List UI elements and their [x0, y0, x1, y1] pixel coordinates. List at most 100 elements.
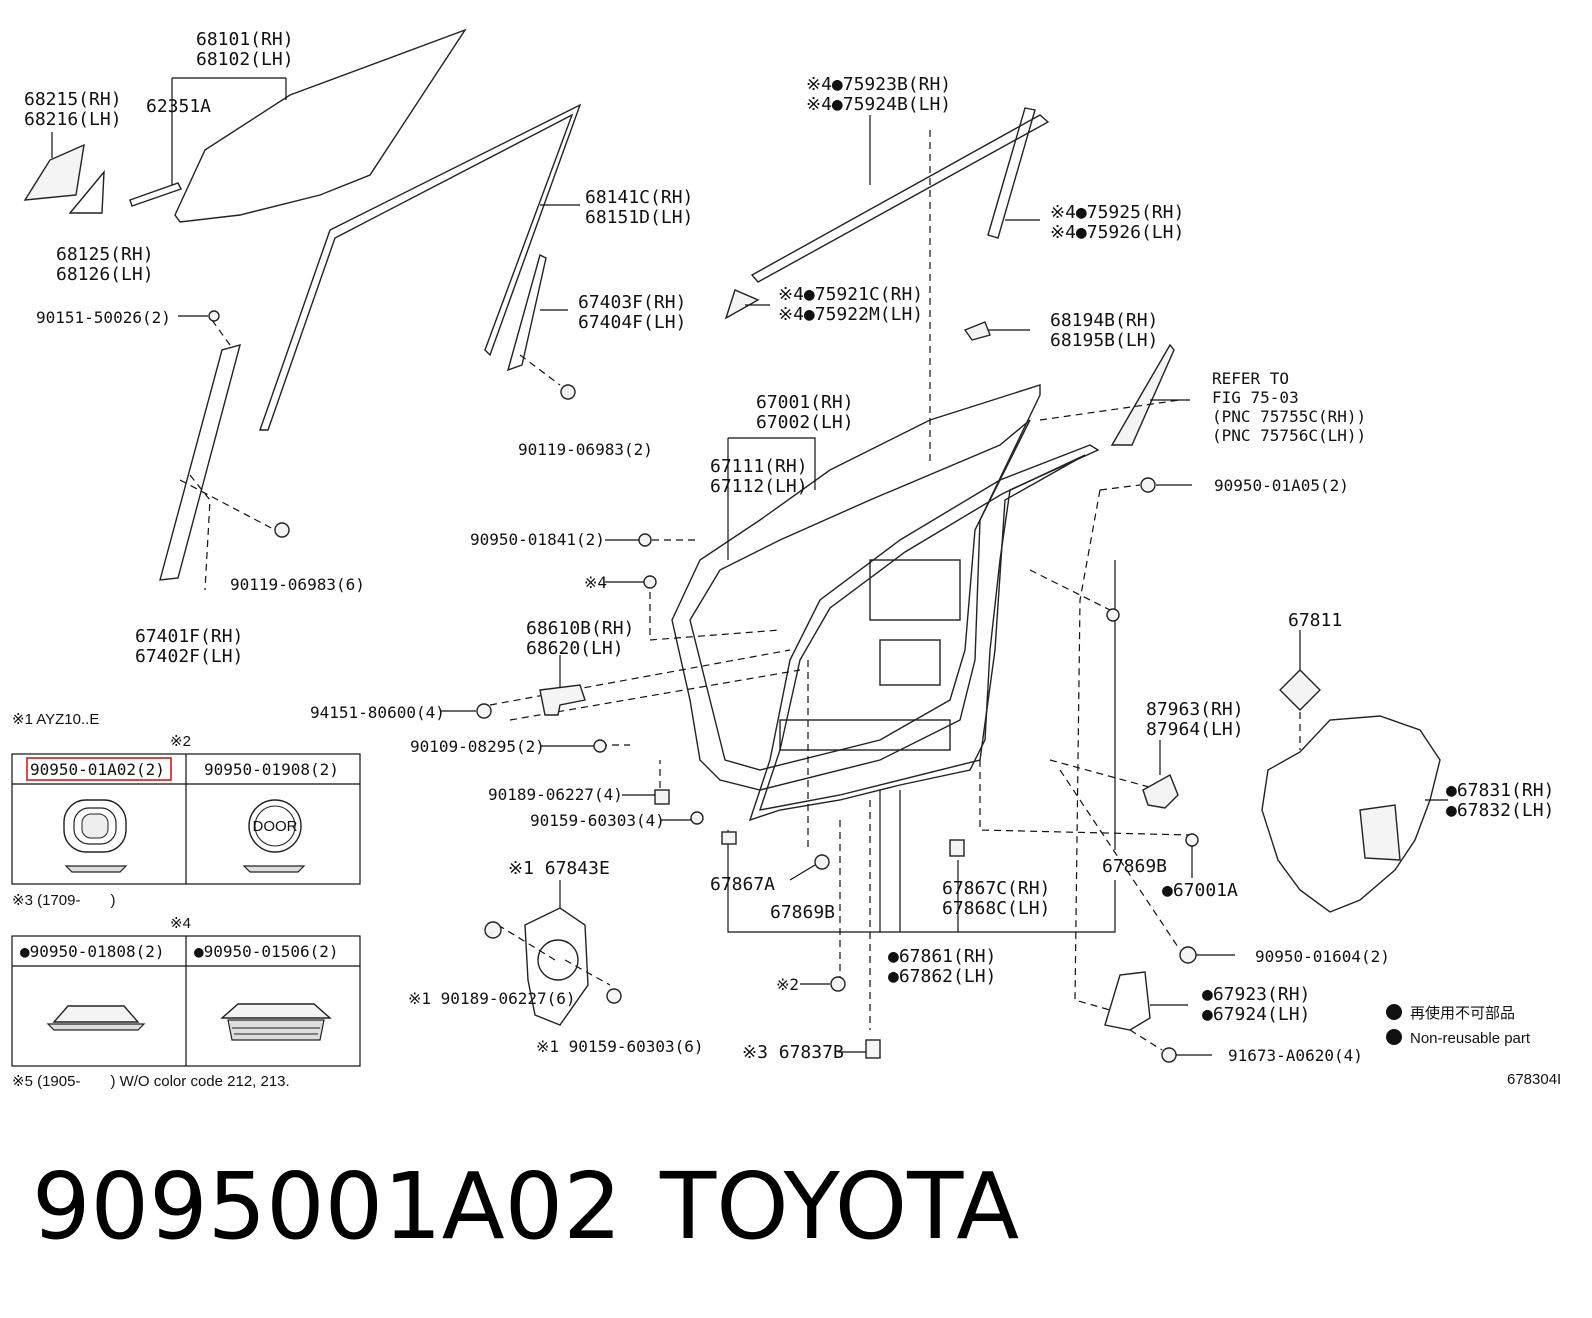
- door-glass-68101[interactable]: [174, 28, 467, 223]
- run-channel-67403F[interactable]: [506, 253, 547, 372]
- dash-94151: [489, 649, 791, 706]
- part-number-title: 9095001A02: [32, 1153, 622, 1260]
- label-x2: ※2: [776, 975, 799, 994]
- dash-refer: [1039, 399, 1181, 421]
- label-68610B: 68610B(RH): [526, 618, 634, 639]
- glass-group: [23, 28, 467, 223]
- clip-67001A-icon: [1185, 833, 1199, 847]
- label-90159a: 90159-60303(4): [530, 811, 665, 830]
- labels: 68101(RH) 68102(LH) 68215(RH) 68216(LH) …: [24, 29, 1554, 1065]
- label-refer-1: REFER TO: [1212, 369, 1289, 388]
- label-90159b: ※1 90159-60303(6): [536, 1037, 704, 1056]
- label-67867C: 67867C(RH): [942, 878, 1050, 899]
- label-75925: ※4●75925(RH): [1050, 202, 1184, 223]
- grommet-90950-01A02-icon[interactable]: [63, 799, 128, 873]
- label-68126: 68126(LH): [56, 264, 154, 285]
- label-68101: 68101(RH): [196, 29, 294, 50]
- label-90950-01841: 90950-01841(2): [470, 530, 605, 549]
- label-90189a: 90189-06227(4): [488, 785, 623, 804]
- clip-67837B-icon: [865, 1039, 881, 1059]
- label-75921C: ※4●75921C(RH): [778, 284, 923, 305]
- plug-90950-01506-icon[interactable]: [220, 1003, 332, 1041]
- label-90119a: 90119-06983(2): [518, 440, 653, 459]
- label-67403F: 67403F(RH): [578, 292, 686, 313]
- label-68151D: 68151D(LH): [585, 207, 693, 228]
- label-67869Ba: 67869B: [770, 902, 835, 923]
- label-75922M: ※4●75922M(LH): [778, 304, 923, 325]
- speaker-bracket-67843E[interactable]: [524, 907, 589, 1026]
- plug-01A05-icon: [1140, 477, 1156, 493]
- note-5: ※5 (1905- ) W/O color code 212, 213.: [12, 1073, 290, 1090]
- garnish-ref-75755C[interactable]: [1110, 343, 1175, 446]
- bolt-91673-icon: [1161, 1047, 1177, 1063]
- label-67923: ●67923(RH): [1202, 984, 1310, 1005]
- label-67111: 67111(RH): [710, 456, 808, 477]
- table-1: 90950-01A02(2) 90950-01908(2) DOOR: [11, 753, 361, 885]
- table-2-cell-2[interactable]: ●90950-01506(2): [194, 942, 339, 961]
- plug-90950-01808-icon[interactable]: [46, 1005, 146, 1031]
- bolt-90159-icon: [690, 811, 704, 825]
- label-75926: ※4●75926(LH): [1050, 222, 1184, 243]
- service-hole-cover-67831[interactable]: [1261, 715, 1441, 913]
- cover-pocket: [1359, 804, 1401, 861]
- legend: 再使用不可部品 Non-reusable part 678304I: [1386, 1004, 1561, 1088]
- table-1-cell-1[interactable]: 90950-01A02(2): [30, 760, 165, 779]
- window-frame-68141C[interactable]: [259, 103, 582, 431]
- label-67811[interactable]: [1279, 669, 1321, 711]
- dash-87963: [1049, 759, 1161, 791]
- label-90119b: 90119-06983(6): [230, 575, 365, 594]
- bolt-90151-icon: [208, 310, 220, 322]
- table-2: ●90950-01808(2) ●90950-01506(2): [11, 935, 361, 1067]
- label-68141C: 68141C(RH): [585, 187, 693, 208]
- label-90950-01A05: 90950-01A05(2): [1214, 476, 1349, 495]
- bolt-94151-icon: [476, 703, 492, 719]
- door-inner-frame: [689, 419, 1031, 771]
- bolt-90159b-icon: [606, 988, 622, 1004]
- run-channel-67401F[interactable]: [159, 343, 241, 581]
- dash-67869B: [1029, 569, 1111, 611]
- label-x4: ※4: [584, 573, 607, 592]
- label-67843E: ※1 67843E: [508, 858, 610, 879]
- molding-75921C[interactable]: [724, 289, 760, 320]
- moldings: [724, 107, 1190, 465]
- leader-67869Ba: [789, 864, 816, 881]
- molding-75925[interactable]: [987, 107, 1036, 239]
- inner-panel-opening2: [879, 639, 941, 686]
- regulator-67923[interactable]: [1104, 971, 1151, 1031]
- clip-67867A-icon: [721, 831, 737, 845]
- dash-67001A: [979, 760, 1191, 836]
- table-2-cell-1[interactable]: ●90950-01808(2): [20, 942, 165, 961]
- plug-01604-icon: [1179, 946, 1197, 964]
- notes-area: ※1 AYZ10..E ※2 90950-01A02(2) 90950-0190…: [11, 711, 361, 1090]
- note-3: ※3 (1709- ): [12, 892, 115, 909]
- door-panel-67001[interactable]: [671, 384, 1041, 791]
- label-67811: 67811: [1288, 610, 1342, 631]
- glass-channel-62351A[interactable]: [129, 182, 182, 207]
- handle-87963[interactable]: [1142, 774, 1179, 809]
- dash-67401: [189, 474, 211, 591]
- clip-68194B[interactable]: [963, 321, 991, 341]
- clip-67867C-icon: [949, 839, 965, 857]
- glass-piece-68125[interactable]: [68, 169, 105, 214]
- table-1-cell-2[interactable]: 90950-01908(2): [204, 760, 339, 779]
- clip-67869Bb-icon: [1106, 608, 1120, 622]
- label-62351A: 62351A: [146, 96, 211, 117]
- note-2: ※2: [170, 733, 191, 750]
- clip-90189b-icon: [484, 921, 502, 939]
- clip-90189-icon: [654, 789, 670, 805]
- label-67868C: 67868C(LH): [942, 898, 1050, 919]
- legend-dot-1: [1386, 1004, 1402, 1020]
- clip-67869Ba-icon: [814, 854, 830, 870]
- mirror-cover-68215[interactable]: [23, 143, 85, 201]
- belt-molding-75923B[interactable]: [750, 114, 1050, 283]
- door-weatherstrip-67861[interactable]: [748, 444, 1100, 822]
- hinge-68610B[interactable]: [539, 684, 586, 716]
- dash-x4: [649, 580, 781, 641]
- fasteners: [440, 477, 1235, 1063]
- label-67831: ●67831(RH): [1446, 780, 1554, 801]
- plug-90950-01908-icon[interactable]: DOOR: [242, 799, 306, 873]
- bracket-67861: [727, 830, 1116, 933]
- label-90151: 90151-50026(2): [36, 308, 171, 327]
